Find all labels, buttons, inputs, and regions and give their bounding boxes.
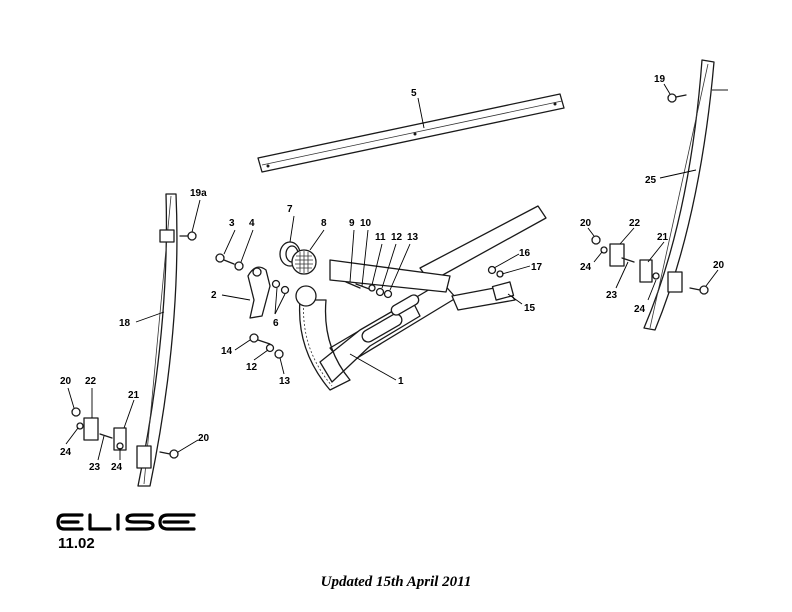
callout-12b: 12 (246, 362, 258, 373)
callout-17: 17 (531, 262, 543, 273)
callout-18: 18 (119, 318, 131, 329)
callout-15: 15 (524, 303, 536, 314)
callout-8: 8 (321, 218, 327, 229)
part-5-glass-channel (257, 93, 565, 173)
part-16-17-nut (487, 265, 504, 278)
part-12-washer-lower (265, 343, 275, 353)
callout-13b: 13 (279, 376, 291, 387)
callout-21a: 21 (128, 390, 140, 401)
part-3-screw (215, 253, 235, 265)
part-12-13-nut-washer (375, 287, 393, 299)
callout-20b: 20 (198, 433, 210, 444)
callout-13a: 13 (407, 232, 419, 243)
callout-19: 19 (654, 74, 666, 85)
callout-24b: 24 (111, 462, 123, 473)
callout-20c: 20 (580, 218, 592, 229)
part-4-washer (234, 261, 244, 271)
callout-23b: 23 (606, 290, 618, 301)
diagram-reference-number: 11.02 (58, 535, 95, 552)
callout-24a: 24 (60, 447, 72, 458)
callout-5: 5 (411, 88, 417, 99)
callout-24d: 24 (634, 304, 646, 315)
callout-25: 25 (645, 175, 657, 186)
part-2-handle (247, 266, 271, 319)
leader-lines (65, 83, 719, 461)
callout-9: 9 (349, 218, 355, 229)
elise-logo (56, 513, 196, 531)
callout-21b: 21 (657, 232, 669, 243)
callout-11: 11 (375, 232, 386, 243)
callout-1: 1 (398, 376, 404, 387)
part-25-right-guide-rail (643, 59, 728, 331)
callout-6: 6 (273, 318, 279, 329)
callout-22b: 22 (629, 218, 641, 229)
part-19-screw (667, 93, 687, 103)
part-18-left-guide-rail (136, 193, 178, 487)
part-19a-screw (179, 231, 197, 241)
update-notice: Updated 15th April 2011 (320, 574, 472, 590)
callout-12a: 12 (391, 232, 403, 243)
part-13-nut-lower (274, 349, 284, 359)
callout-20d: 20 (713, 260, 725, 271)
callout-labels: 5 7 8 3 4 2 6 9 10 11 12 13 1 14 12 13 1… (60, 74, 725, 473)
callout-16: 16 (519, 248, 531, 259)
callout-22a: 22 (85, 376, 97, 387)
part-6-washer (271, 279, 290, 295)
fasteners (71, 93, 709, 459)
callout-19a: 19a (190, 188, 207, 199)
part-8-spline-gear (291, 249, 317, 275)
part-14-screw (249, 333, 271, 345)
right-bracket-assembly (591, 235, 709, 295)
callout-23a: 23 (89, 462, 101, 473)
callout-7: 7 (287, 204, 293, 215)
callout-4: 4 (249, 218, 255, 229)
callout-20a: 20 (60, 376, 72, 387)
callout-3: 3 (229, 218, 235, 229)
callout-24c: 24 (580, 262, 592, 273)
part-1-window-regulator (295, 205, 547, 391)
callout-14: 14 (221, 346, 233, 357)
callout-10: 10 (360, 218, 372, 229)
callout-2: 2 (211, 290, 217, 301)
